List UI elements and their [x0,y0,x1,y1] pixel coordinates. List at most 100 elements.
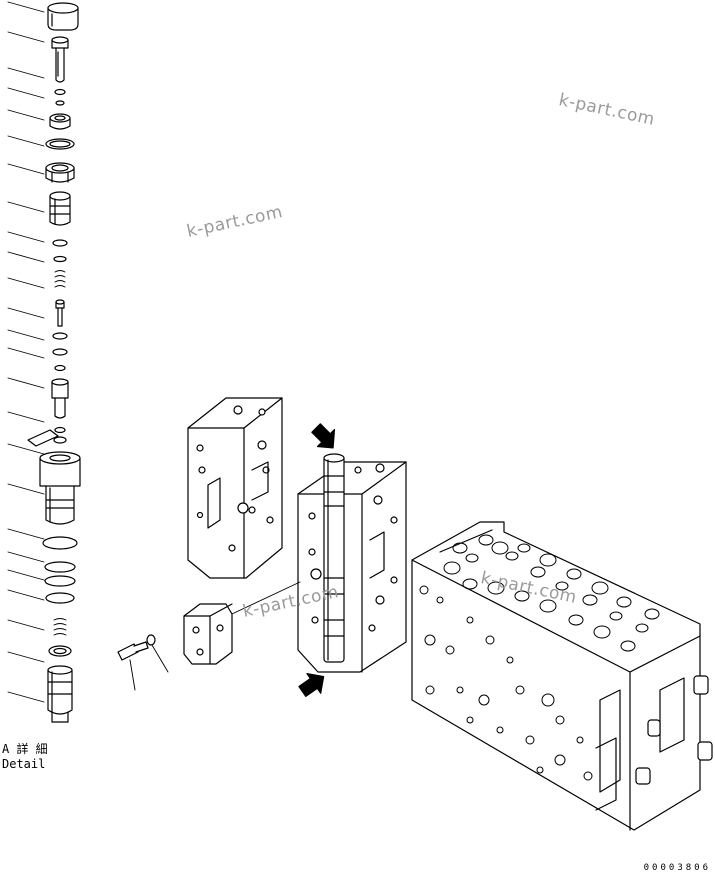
leader-line [7,163,45,175]
poppet-pin [55,299,65,327]
valve-hole [445,645,455,655]
valve-port [620,640,636,652]
leader-line [7,67,45,79]
valve-port [465,553,479,563]
valve-hole [466,716,474,724]
leader-line [7,691,45,703]
leader-line [7,135,45,147]
valve-port [462,578,478,590]
leader-line [7,528,45,540]
cover-leaders [129,581,301,691]
leader-line [7,569,45,581]
valve-hole [496,726,504,734]
nut [49,113,71,130]
valve-port [593,625,611,639]
spool-cover [183,603,233,665]
valve-hole [466,616,474,624]
spool-cap [47,2,79,31]
leader-line [7,377,45,389]
leader-line [7,251,45,263]
gasket [45,138,75,150]
valve-hole [485,635,495,645]
detail-label-en: Detail [2,757,46,771]
leader-line [7,551,45,563]
valve-port [539,553,557,567]
pressure-arrow-bottom [298,672,325,697]
valve-hole [554,754,566,766]
valve-hole [436,596,444,604]
valve-port [635,623,649,633]
valve-port [582,594,598,606]
valve-section-front [297,461,407,673]
large-plug [39,451,81,525]
valve-hole [541,693,555,707]
valve-hole [425,685,435,695]
valve-ports [419,534,660,781]
leader-line [7,329,45,341]
leader-line [7,87,45,99]
leader-line [7,443,45,455]
leader-line [7,483,45,495]
valve-hole [555,715,565,725]
cover-bolt [117,641,149,661]
valve-section-rear [187,397,283,579]
leader-line [7,651,45,663]
detail-label-jp: A 詳 細 [2,742,48,756]
valve-port [609,611,623,621]
valve-port [517,543,531,553]
piston [47,665,73,723]
valve-hole [506,656,514,664]
valve-port [491,541,509,555]
spring-lower [53,618,67,636]
valve-port [616,596,632,608]
valve-port [591,581,609,595]
spring [54,270,66,288]
valve-port [443,561,461,575]
leader-line [7,619,45,631]
large-o-rings [42,536,78,604]
leader-line [7,589,45,601]
valve-hole [515,685,525,695]
pressure-arrow-top [311,423,336,449]
drawing-code: 00003806 [643,863,711,873]
leader-line [7,1,45,13]
o-rings-middle [52,332,68,372]
valve-port [644,608,660,620]
valve-port [452,542,468,554]
valve-port [568,614,584,626]
valve-hole [525,735,535,745]
leader-line [7,307,45,319]
valve-hole [478,694,490,706]
valve-hole [456,686,464,694]
leader-line [7,109,45,121]
valve-port [539,599,557,613]
valve-port [514,590,530,602]
valve-hole [576,736,584,744]
leader-line [7,231,45,243]
leader-line [7,201,45,213]
detail-label: A 詳 細 Detail [2,742,48,772]
small-washers [54,88,66,106]
valve-port [505,551,519,561]
plunger-bolt [51,36,69,83]
valve-hole [536,766,544,774]
valve-hole [583,771,593,781]
valve-port [478,534,494,546]
valve-port [530,566,546,578]
leader-line [7,31,45,43]
check-plug [51,378,69,419]
lock-nut [45,162,75,183]
o-rings-small [52,239,68,263]
cover-washer [146,634,156,646]
leader-line [7,277,45,289]
tag-and-ring [27,426,67,447]
ring-lower [48,645,72,657]
valve-port [555,581,569,591]
leader-line [7,411,45,423]
valve-hole [424,634,436,646]
valve-port [487,581,505,595]
valve-hole [419,585,429,595]
leader-lines [7,1,45,703]
main-control-valve [411,521,713,831]
